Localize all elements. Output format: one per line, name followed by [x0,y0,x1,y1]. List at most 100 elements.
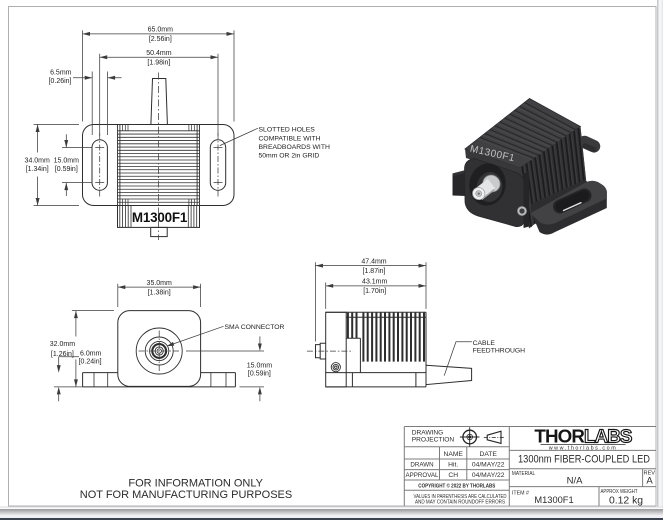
line-shape [582,143,597,152]
tb-weight-label: APPROX WEIGHT [601,489,638,495]
polygon-shape [257,386,262,395]
tb-disclaimer-line2: AND MAY CONTAIN ROUNDOFF ERRORS [415,499,505,505]
polygon-shape [418,283,426,288]
side-view-dim-arrows [56,285,262,395]
polygon-shape [35,124,40,132]
projection-target-icon [459,427,480,447]
front-dim-slotwidth-in: [0.26in] [49,78,72,85]
front-view-note-line1: SLOTTED HOLES [259,127,316,134]
front-view-note-line4: 50mm OR 2in GRID [259,153,320,160]
tb-projection-line1: DRAWING [412,430,444,437]
sheet-border [8,6,657,507]
profile-view-screw [330,362,341,373]
front-view-slot-right [209,139,227,191]
polygon-shape [74,310,78,319]
polygon-shape [210,55,218,60]
front-dim-slotwidth-mm: 6.5mm [50,69,72,76]
side-dim-axis-mm: 15.0mm [247,362,272,369]
polygon-shape [99,55,108,60]
line-shape [555,190,590,212]
iso-cable-stub [578,135,601,153]
line-shape [578,135,601,153]
front-view: M1300F165.0mm[2.56in]50.4mm[1.98in]6.5mm… [25,27,330,240]
polygon-shape [166,341,175,347]
tb-drawn-date: 04/MAY/22 [472,461,505,468]
iso-front-screw [516,206,527,217]
info-note-line1: FOR INFORMATION ONLY [128,477,263,489]
info-note-line2: NOT FOR MANUFACTURING PURPOSES [80,489,292,501]
profile-view: 47.4mm[1.87in]43.1mm[1.70in]CABLEFEEDTHR… [306,258,525,388]
front-view-finblock-edges [117,124,200,206]
front-dim-slotlen-in: [0.59in] [55,166,78,173]
tb-logo-url: www.thorlabs.com [548,446,618,452]
projection-cone-icon [483,430,504,445]
tb-approval-label: APPROVAL [406,472,439,479]
thorlabs-logo: THORLABS [534,426,632,447]
profile-view-dim-arrows [315,263,426,288]
polygon-shape [64,182,69,191]
front-view-dim-arrows [35,31,234,206]
iso-view: M1300F1 [452,98,607,235]
rect-shape [661,0,663,518]
profile-view-fin-step [346,337,361,373]
side-dim-base-in: [0.24in] [79,358,102,365]
polygon-shape [226,31,234,36]
polygon-shape [486,430,502,445]
path-shape [459,427,480,447]
side-dim-body-in: [1.38in] [148,289,171,296]
tb-item-value: M1300F1 [534,495,573,505]
thorlabs-logo-labs: LABS [584,426,632,447]
polygon-shape [56,386,61,395]
rect-shape [657,0,659,518]
side-dim-height-mm: 32.0mm [50,341,75,348]
side-dim-axis-in: [0.59in] [248,370,271,377]
front-view-band-hatch [119,205,198,228]
tb-disclaimer-line1: VALUES IN PARENTHESIS ARE CALCULATED [414,494,507,500]
front-view-slot-left-marks [95,147,105,183]
rect-shape [0,515,663,518]
polygon-shape [193,285,201,290]
polygon-shape [107,75,116,80]
iso-sma-connector [472,174,501,201]
polygon-shape [84,75,93,80]
front-view-slot-left [91,139,108,191]
polygon-shape [56,365,61,373]
tb-material-label: MATERIAL [512,471,535,477]
rect-shape [0,509,663,516]
front-view-bottom-stub [150,226,168,238]
front-view-note-line2: COMPATIBLE WITH [259,135,321,142]
profile-dim-body-in: [1.70in] [363,288,386,295]
front-view-slot-right-marks [213,147,223,183]
tb-drawn-label: DRAWN [410,461,433,468]
polygon-shape [418,263,426,268]
ellipse-shape [477,192,480,195]
front-view-fin-ticks [122,124,195,206]
side-view: 35.0mm[1.38in]32.0mm[1.26in]6.0mm[0.24in… [50,280,285,402]
rect-shape [0,518,663,520]
profile-view-fins [362,312,425,362]
side-view-sma-label: SMA CONNECTOR [225,324,285,331]
tb-approval-name: CH [448,472,458,479]
tb-projection-line2: PROJECTION [412,436,455,443]
polygon-shape [74,379,78,387]
profile-view-cable-label-line1: CABLE [473,340,496,347]
front-view-sma-stub [150,78,168,125]
profile-view-short-fins [346,312,358,339]
circle-shape [135,327,183,375]
tb-rev-value: A [646,475,653,486]
front-dim-width-mm: 65.0mm [148,27,173,34]
tb-rev-label: REV [644,470,656,476]
profile-dim-overall-in: [1.87in] [363,268,386,275]
front-view-note-line3: BREADBOARDS WITH [259,144,330,151]
window-bottom-edge [0,506,663,520]
circle-shape [156,348,162,354]
polygon-shape [117,285,126,290]
front-view-part-label: M1300F1 [132,210,188,225]
front-dim-height-mm: 34.0mm [25,157,50,164]
iso-foot-slot [553,188,592,214]
window-right-edge [657,0,663,518]
profile-dim-overall-mm: 47.4mm [361,258,386,265]
profile-view-dim-lines [315,262,472,376]
